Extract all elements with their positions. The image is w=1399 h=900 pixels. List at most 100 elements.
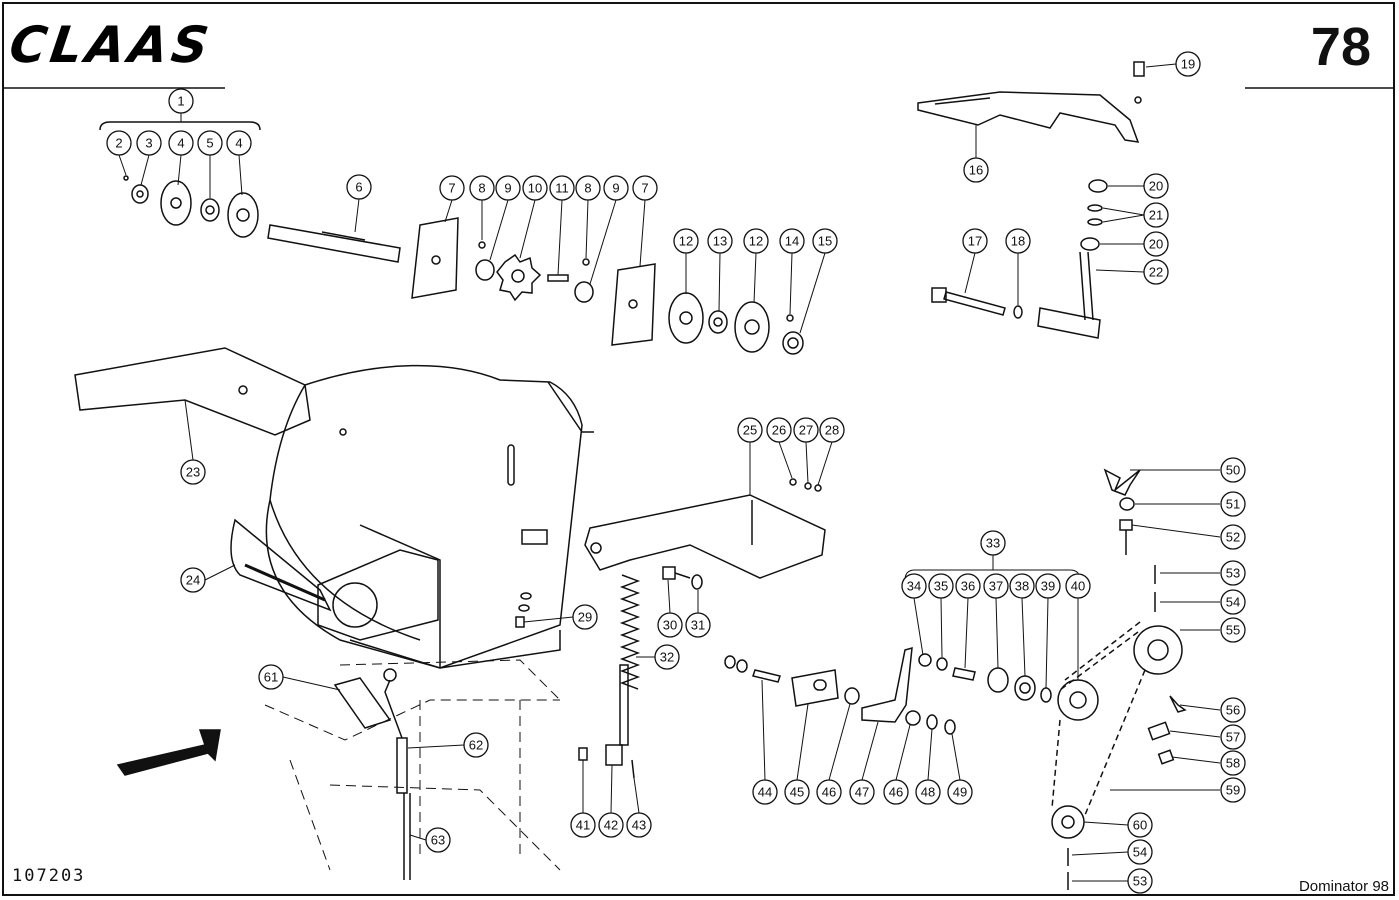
callout-circle xyxy=(197,130,223,156)
background-outline-dashed xyxy=(264,659,561,871)
bracket-and-spring-parts xyxy=(515,478,826,779)
callout-circle xyxy=(469,175,495,201)
callout-circle xyxy=(168,130,194,156)
callout-circle xyxy=(626,812,652,838)
callout-label: 16 xyxy=(969,163,983,178)
callout-label: 22 xyxy=(1149,265,1163,280)
callout-11: 11 xyxy=(549,175,575,201)
callout-40: 40 xyxy=(1065,573,1091,599)
callout-label: 32 xyxy=(660,650,674,665)
callout-label: 25 xyxy=(743,423,757,438)
chain-drive-parts xyxy=(1051,468,1187,890)
callout-41: 41 xyxy=(570,812,596,838)
callout-12: 12 xyxy=(743,228,769,254)
callout-label: 6 xyxy=(355,180,362,195)
callout-circle xyxy=(1035,573,1061,599)
callout-36: 36 xyxy=(955,573,981,599)
callout-circle xyxy=(1220,589,1246,615)
callout-8: 8 xyxy=(575,175,601,201)
callout-circle xyxy=(180,567,206,593)
callout-16: 16 xyxy=(963,157,989,183)
callout-circle xyxy=(572,604,598,630)
callout-26: 26 xyxy=(766,417,792,443)
callout-circle xyxy=(1127,839,1153,865)
callout-circle xyxy=(685,612,711,638)
callout-label: 35 xyxy=(934,579,948,594)
shaft-assembly-parts xyxy=(99,121,804,355)
callout-circle xyxy=(1065,573,1091,599)
callout-12: 12 xyxy=(673,228,699,254)
callout-42: 42 xyxy=(598,812,624,838)
callout-circle xyxy=(793,417,819,443)
callout-label: 24 xyxy=(186,573,200,588)
callout-37: 37 xyxy=(983,573,1009,599)
callout-59: 59 xyxy=(1220,777,1246,803)
callout-38: 38 xyxy=(1009,573,1035,599)
callout-label: 13 xyxy=(713,234,727,249)
callout-51: 51 xyxy=(1220,491,1246,517)
callout-21: 21 xyxy=(1143,202,1169,228)
callout-label: 48 xyxy=(921,785,935,800)
callout-19: 19 xyxy=(1175,51,1201,77)
callout-circle xyxy=(1127,868,1153,894)
callout-circle xyxy=(784,779,810,805)
callout-label: 43 xyxy=(632,818,646,833)
callout-55: 55 xyxy=(1220,617,1246,643)
callout-label: 4 xyxy=(235,136,242,151)
callout-circle xyxy=(928,573,954,599)
callout-circle xyxy=(1127,812,1153,838)
callout-circle xyxy=(439,175,465,201)
callout-label: 50 xyxy=(1226,463,1240,478)
callout-circle xyxy=(812,228,838,254)
callout-23: 23 xyxy=(180,459,206,485)
callout-54: 54 xyxy=(1127,839,1153,865)
callout-label: 49 xyxy=(953,785,967,800)
callout-10: 10 xyxy=(522,175,548,201)
callout-label: 42 xyxy=(604,818,618,833)
callout-35: 35 xyxy=(928,573,954,599)
callout-circle xyxy=(258,664,284,690)
chain-59-dashed xyxy=(1051,621,1146,816)
callout-60: 60 xyxy=(1127,812,1153,838)
callout-53: 53 xyxy=(1127,868,1153,894)
callout-circle xyxy=(816,779,842,805)
callout-50: 50 xyxy=(1220,457,1246,483)
callout-30: 30 xyxy=(657,612,683,638)
callout-circle xyxy=(1143,173,1169,199)
callout-label: 38 xyxy=(1015,579,1029,594)
callout-label: 12 xyxy=(679,234,693,249)
callout-circle xyxy=(495,175,521,201)
callout-7: 7 xyxy=(439,175,465,201)
callout-circle xyxy=(1143,202,1169,228)
callout-circle xyxy=(849,779,875,805)
callout-label: 61 xyxy=(264,670,278,685)
callout-label: 27 xyxy=(799,423,813,438)
drawing-number: 107203 xyxy=(12,866,86,886)
callout-15: 15 xyxy=(812,228,838,254)
callout-53: 53 xyxy=(1220,560,1246,586)
callout-34: 34 xyxy=(901,573,927,599)
callout-4: 4 xyxy=(226,130,252,156)
callout-20: 20 xyxy=(1143,173,1169,199)
callout-circle xyxy=(1220,560,1246,586)
callout-label: 57 xyxy=(1226,730,1240,745)
callout-circle xyxy=(136,130,162,156)
callout-27: 27 xyxy=(793,417,819,443)
callout-circle xyxy=(575,175,601,201)
callout-3: 3 xyxy=(136,130,162,156)
callout-label: 5 xyxy=(206,136,213,151)
callout-label: 19 xyxy=(1181,57,1195,72)
callout-label: 8 xyxy=(478,181,485,196)
callout-label: 46 xyxy=(822,785,836,800)
callout-label: 26 xyxy=(772,423,786,438)
callout-label: 40 xyxy=(1071,579,1085,594)
callout-52: 52 xyxy=(1220,524,1246,550)
page-number: 78 xyxy=(1310,17,1371,77)
callout-label: 9 xyxy=(504,181,511,196)
callout-61: 61 xyxy=(258,664,284,690)
callout-29: 29 xyxy=(572,604,598,630)
callout-54: 54 xyxy=(1220,589,1246,615)
